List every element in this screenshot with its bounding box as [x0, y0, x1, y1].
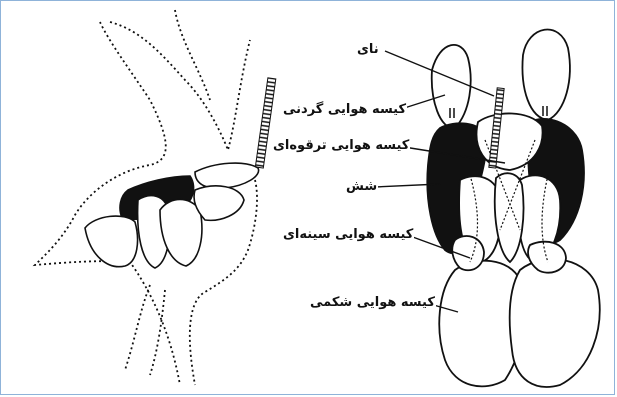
label-cervical-air-sac: کیسه هوایی گردنی — [282, 102, 407, 118]
bird-neck-outline — [110, 22, 250, 150]
side-cervical-sac — [195, 163, 259, 188]
right-abdominal-sac — [510, 259, 600, 387]
middle-thoracic-sac — [495, 173, 524, 262]
left-cervical-sac — [432, 45, 471, 128]
side-trachea — [255, 78, 275, 168]
label-lung: شش — [345, 179, 378, 195]
bird-leg-outline — [125, 285, 165, 375]
bird-back-outline — [175, 10, 210, 100]
right-cervical-sac — [522, 30, 569, 120]
label-trachea: نای — [356, 42, 380, 58]
side-sac-1 — [85, 216, 138, 267]
side-sac-3 — [160, 200, 202, 267]
label-clavicular-air-sac: کیسه هوایی ترقوه‌ای — [272, 138, 410, 154]
label-abdominal-air-sac: کیسه هوایی شکمی — [309, 295, 436, 311]
side-air-sacs — [85, 78, 276, 268]
bird-front-view — [427, 30, 599, 387]
side-sac-4 — [194, 186, 244, 220]
label-thoracic-air-sac: کیسه هوایی سینه‌ای — [282, 227, 414, 243]
